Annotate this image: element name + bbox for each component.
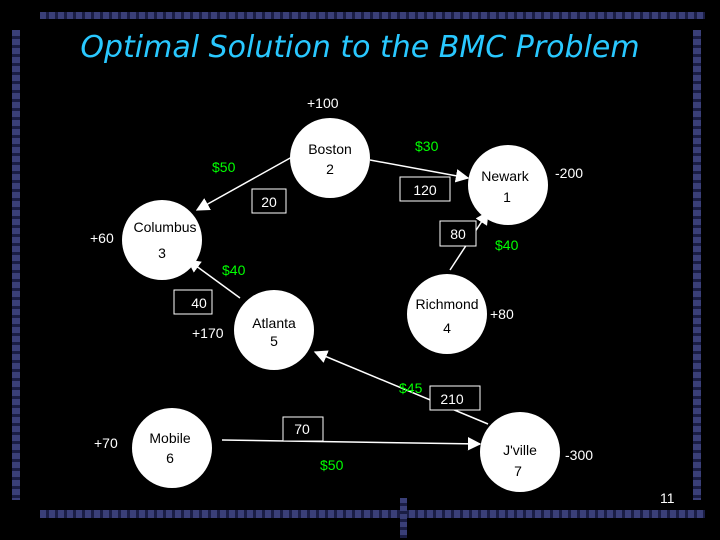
node-jville-name: J'ville (503, 442, 537, 458)
flow-boston-newark: 120 (413, 182, 437, 198)
arc-boston-columbus (195, 156, 293, 211)
node-boston-name: Boston (308, 141, 352, 157)
node-columbus (122, 200, 202, 280)
node-boston-num: 2 (326, 161, 334, 177)
supply-columbus: +60 (90, 230, 114, 246)
arc-atlanta-columbus (186, 259, 241, 299)
cost-jville-atlanta: $45 (399, 380, 423, 396)
node-columbus-name: Columbus (133, 219, 196, 235)
top-decorative-bar (40, 12, 705, 19)
page-number: 11 (660, 490, 675, 506)
supply-newark: -200 (555, 165, 583, 181)
cost-atlanta-columbus: $40 (222, 262, 246, 278)
bottom-decorative-bar (40, 510, 705, 518)
node-newark (468, 145, 548, 225)
node-atlanta-num: 5 (270, 333, 278, 349)
flow-mobile-jville: 70 (294, 421, 310, 437)
arc-jville-atlanta (313, 350, 489, 425)
flow-box-mobile-jville: 70 (282, 416, 324, 442)
flow-box-jville-atlanta: 210 (429, 385, 481, 411)
supply-jville: -300 (565, 447, 593, 463)
slide-title: Optimal Solution to the BMC Problem (80, 30, 640, 65)
node-richmond (407, 274, 487, 354)
arc-boston-newark (369, 159, 470, 183)
flow-box-atlanta-columbus: 40 (173, 289, 213, 315)
node-richmond-name: Richmond (415, 296, 478, 312)
cost-boston-newark: $30 (415, 138, 439, 154)
node-mobile-name: Mobile (149, 430, 190, 446)
arc-mobile-jville (221, 437, 482, 451)
node-mobile-num: 6 (166, 450, 174, 466)
node-mobile (132, 408, 212, 488)
left-decorative-bar (12, 30, 20, 500)
flow-jville-atlanta: 210 (440, 391, 464, 407)
supply-boston: +100 (307, 95, 339, 111)
node-columbus-num: 3 (158, 245, 166, 261)
node-boston (290, 118, 370, 198)
right-decorative-bar (693, 30, 701, 500)
node-atlanta (234, 290, 314, 370)
flow-boston-columbus: 20 (261, 194, 277, 210)
supply-richmond: +80 (490, 306, 514, 322)
flow-box-boston-columbus: 20 (251, 188, 287, 214)
flow-box-boston-newark: 120 (399, 176, 451, 202)
flow-atlanta-columbus: 40 (191, 295, 207, 311)
node-newark-name: Newark (481, 168, 529, 184)
cost-boston-columbus: $50 (212, 159, 236, 175)
bottom-tick-decorative-bar (400, 498, 407, 538)
node-jville-num: 7 (514, 463, 522, 479)
flow-richmond-newark: 80 (450, 226, 466, 242)
node-richmond-num: 4 (443, 320, 451, 336)
cost-richmond-newark: $40 (495, 237, 519, 253)
node-newark-num: 1 (503, 189, 511, 205)
cost-mobile-jville: $50 (320, 457, 344, 473)
node-jville (480, 412, 560, 492)
supply-mobile: +70 (94, 435, 118, 451)
node-atlanta-name: Atlanta (252, 315, 296, 331)
flow-box-richmond-newark: 80 (439, 220, 477, 247)
supply-atlanta: +170 (192, 325, 224, 341)
